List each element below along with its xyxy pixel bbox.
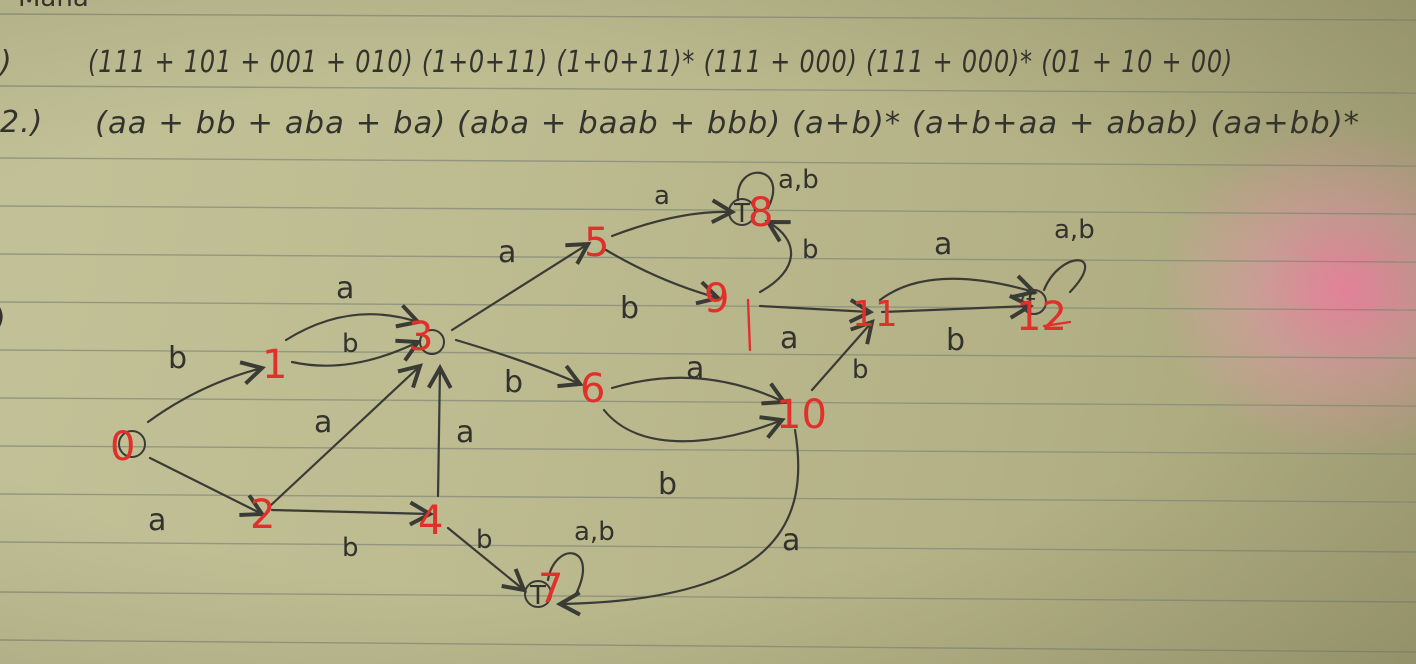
label-11-12-b: b	[946, 323, 965, 358]
state-12: 12	[1016, 294, 1067, 340]
label-5-8: a	[654, 181, 670, 211]
edge-4-7	[446, 526, 528, 593]
edge-3-6	[454, 338, 584, 389]
problem-2-expression: (aa + bb + aba + ba) (aba + baab + bbb) …	[95, 106, 1360, 141]
state-12-ring	[1021, 289, 1047, 315]
states: 0 1 2 3 4 5 6 T 7 T 8 9 10	[110, 190, 1072, 612]
state-7-trap-glyph: T	[529, 581, 546, 611]
label-4-7: b	[476, 525, 493, 555]
label-2-4: b	[342, 533, 359, 563]
label-5-9: b	[620, 291, 639, 326]
edge-3-5	[450, 241, 592, 332]
state-9-stroke	[746, 298, 752, 352]
label-3-6: b	[504, 365, 523, 400]
state-6: 6	[580, 366, 605, 412]
state-8-ring	[728, 198, 756, 226]
label-10-11: b	[852, 355, 869, 385]
state-2: 2	[250, 492, 275, 538]
label-1-3-b: b	[342, 329, 359, 359]
edge-1-3-a	[284, 304, 422, 342]
label-10-7: a	[782, 523, 800, 558]
label-6-10-a: a	[686, 351, 704, 386]
label-9-11: a	[780, 321, 798, 356]
edge-0-2	[148, 456, 266, 517]
problem-2-index: 2.)	[0, 105, 43, 140]
ruled-lines	[0, 13, 1416, 653]
edge-4-3	[426, 363, 453, 498]
label-3-5: a	[498, 235, 516, 270]
state-12-final-glyph: f	[1026, 289, 1036, 319]
state-0-ring	[118, 430, 146, 458]
header-fragment: Mana	[18, 0, 89, 13]
state-7: 7	[538, 566, 563, 612]
edge-11-12-b	[880, 294, 1035, 320]
edge-5-8	[610, 198, 737, 238]
edge-11-12-a	[878, 274, 1038, 302]
state-9: 9	[704, 276, 729, 322]
edges	[146, 171, 1087, 617]
edge-9-8	[758, 219, 793, 294]
side-marker: )	[0, 303, 7, 338]
state-12-underline	[1042, 320, 1072, 328]
edge-10-11	[810, 318, 875, 392]
problem-1-expression: (111 + 101 + 001 + 010) (1+0+11) (1+0+11…	[88, 45, 1233, 80]
light-glare	[1156, 120, 1416, 460]
problem-1-index: )	[0, 45, 13, 80]
edge-6-10-a	[610, 376, 788, 406]
label-6-10-b: b	[658, 467, 677, 502]
label-2-3: a	[314, 405, 332, 440]
edge-2-4	[270, 500, 435, 527]
state-0: 0	[110, 424, 135, 470]
state-5: 5	[584, 220, 609, 266]
state-3-ring	[419, 329, 445, 355]
state-4: 4	[418, 498, 443, 544]
state-1: 1	[262, 342, 287, 388]
edge-2-3	[268, 363, 423, 508]
edge-0-1	[146, 360, 266, 424]
edge-10-7	[555, 428, 800, 617]
state-8-trap-glyph: T	[733, 199, 750, 229]
label-1-3-a: a	[336, 271, 354, 306]
label-0-2: a	[148, 503, 166, 538]
edge-9-11	[758, 298, 875, 324]
edge-7-7	[546, 552, 584, 596]
label-8-8: a,b	[778, 165, 819, 195]
label-11-12-a: a	[934, 227, 952, 262]
state-8: 8	[748, 190, 773, 236]
state-11: 11	[852, 294, 898, 335]
label-7-7: a,b	[574, 517, 615, 547]
edge-6-10-b	[602, 408, 786, 443]
edge-8-8	[736, 171, 775, 210]
edge-labels: b a a b a b a b a,b a b a a,b b b a a b …	[148, 165, 1095, 563]
edge-5-9	[604, 248, 722, 306]
label-0-1: b	[168, 341, 187, 376]
state-3: 3	[408, 314, 433, 360]
label-9-8: b	[802, 235, 819, 265]
edge-1-3-b	[290, 338, 422, 367]
label-12-12: a,b	[1054, 215, 1095, 245]
label-4-3: a	[456, 415, 474, 450]
state-10: 10	[776, 392, 827, 438]
edge-12-12	[1042, 259, 1087, 294]
state-7-ring	[524, 580, 552, 608]
